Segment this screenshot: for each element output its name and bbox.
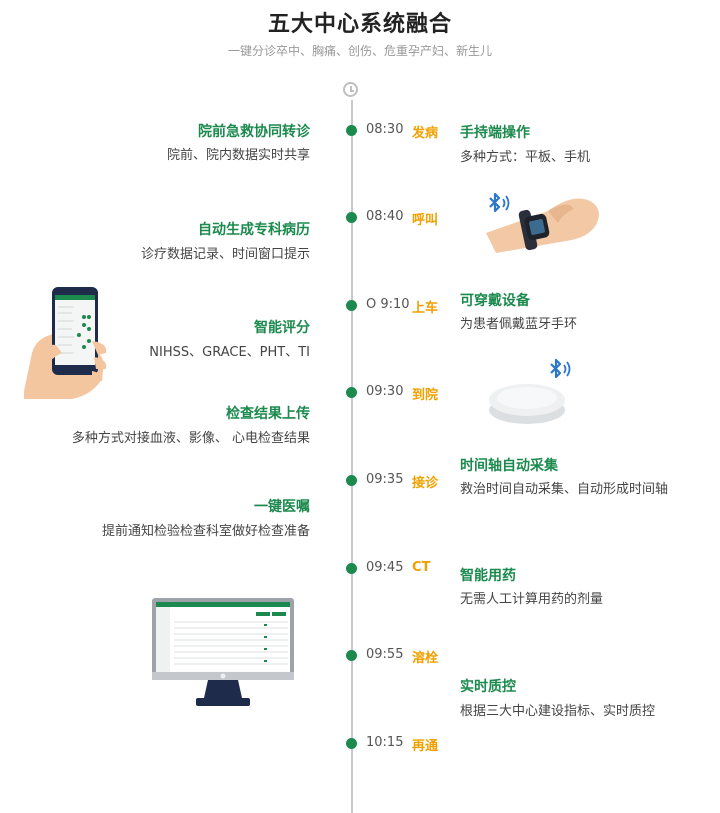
timeline-time: 09:55 [366,647,404,662]
timeline-dot [346,563,357,574]
feature-desc-wearable: 为患者佩戴蓝牙手环 [460,317,578,332]
feature-title-auto-timeline: 时间轴自动采集 [460,458,558,474]
timeline-dot [346,125,357,136]
timeline-dot [346,300,357,311]
feature-title-referral: 院前急救协同转诊 [198,124,310,140]
monitor-image [152,598,294,706]
feature-title-record: 自动生成专科病历 [198,222,310,238]
timeline-event: 发病 [412,126,439,141]
timeline-event: 呼叫 [412,213,439,228]
timeline-time: 10:15 [366,735,404,750]
clock-icon [343,82,358,97]
timeline-dot [346,212,357,223]
feature-title-results: 检查结果上传 [226,406,310,422]
timeline-event: CT [412,560,431,575]
timeline-time: 08:30 [366,122,404,137]
feature-title-quality: 实时质控 [460,679,516,695]
feature-desc-record: 诊疗数据记录、时间窗口提示 [140,247,310,262]
feature-desc-referral: 院前、院内数据实时共享 [166,148,310,163]
wristband-image [486,198,599,253]
phone-hand-image [24,287,107,399]
feature-desc-results: 多种方式对接血液、影像、 心电检查结果 [71,431,310,446]
timeline-time: 09:35 [366,472,404,487]
page-subtitle: 一键分诊卒中、胸痛、创伤、危重孕产妇、新生儿 [227,44,492,58]
timeline-time: O 9:10 [366,297,410,312]
timeline-event: 到院 [412,388,439,403]
feature-title-orders: 一键医嘱 [254,499,310,515]
bluetooth-icon [489,192,510,213]
timeline-event: 再通 [412,739,439,754]
timeline-time: 09:30 [366,384,404,399]
feature-title-handheld: 手持端操作 [460,125,530,141]
feature-title-medication: 智能用药 [460,568,516,584]
feature-desc-auto-timeline: 救治时间自动采集、自动形成时间轴 [460,482,669,497]
feature-desc-scoring: NIHSS、GRACE、PHT、TI [149,345,310,360]
page-title: 五大中心系统融合 [267,12,452,37]
timeline-axis [351,100,353,813]
timeline-dot [346,475,357,486]
timeline-time: 09:45 [366,560,404,575]
feature-desc-handheld: 多种方式：平板、手机 [460,150,591,165]
timeline-dot [346,387,357,398]
timeline-event: 接诊 [412,476,439,491]
timeline-time: 08:40 [366,209,404,224]
timeline-event: 上车 [412,301,439,316]
timeline-event: 溶栓 [412,651,439,666]
timeline-dot [346,738,357,749]
bluetooth-icon [550,358,571,379]
timeline-dot [346,650,357,661]
feature-title-wearable: 可穿戴设备 [460,293,530,309]
feature-desc-medication: 无需人工计算用药的剂量 [460,592,604,607]
beacon-device-image [489,384,565,424]
feature-desc-quality: 根据三大中心建设指标、实时质控 [460,704,656,719]
feature-title-scoring: 智能评分 [254,320,310,336]
feature-desc-orders: 提前通知检验检查科室做好检查准备 [101,524,310,539]
